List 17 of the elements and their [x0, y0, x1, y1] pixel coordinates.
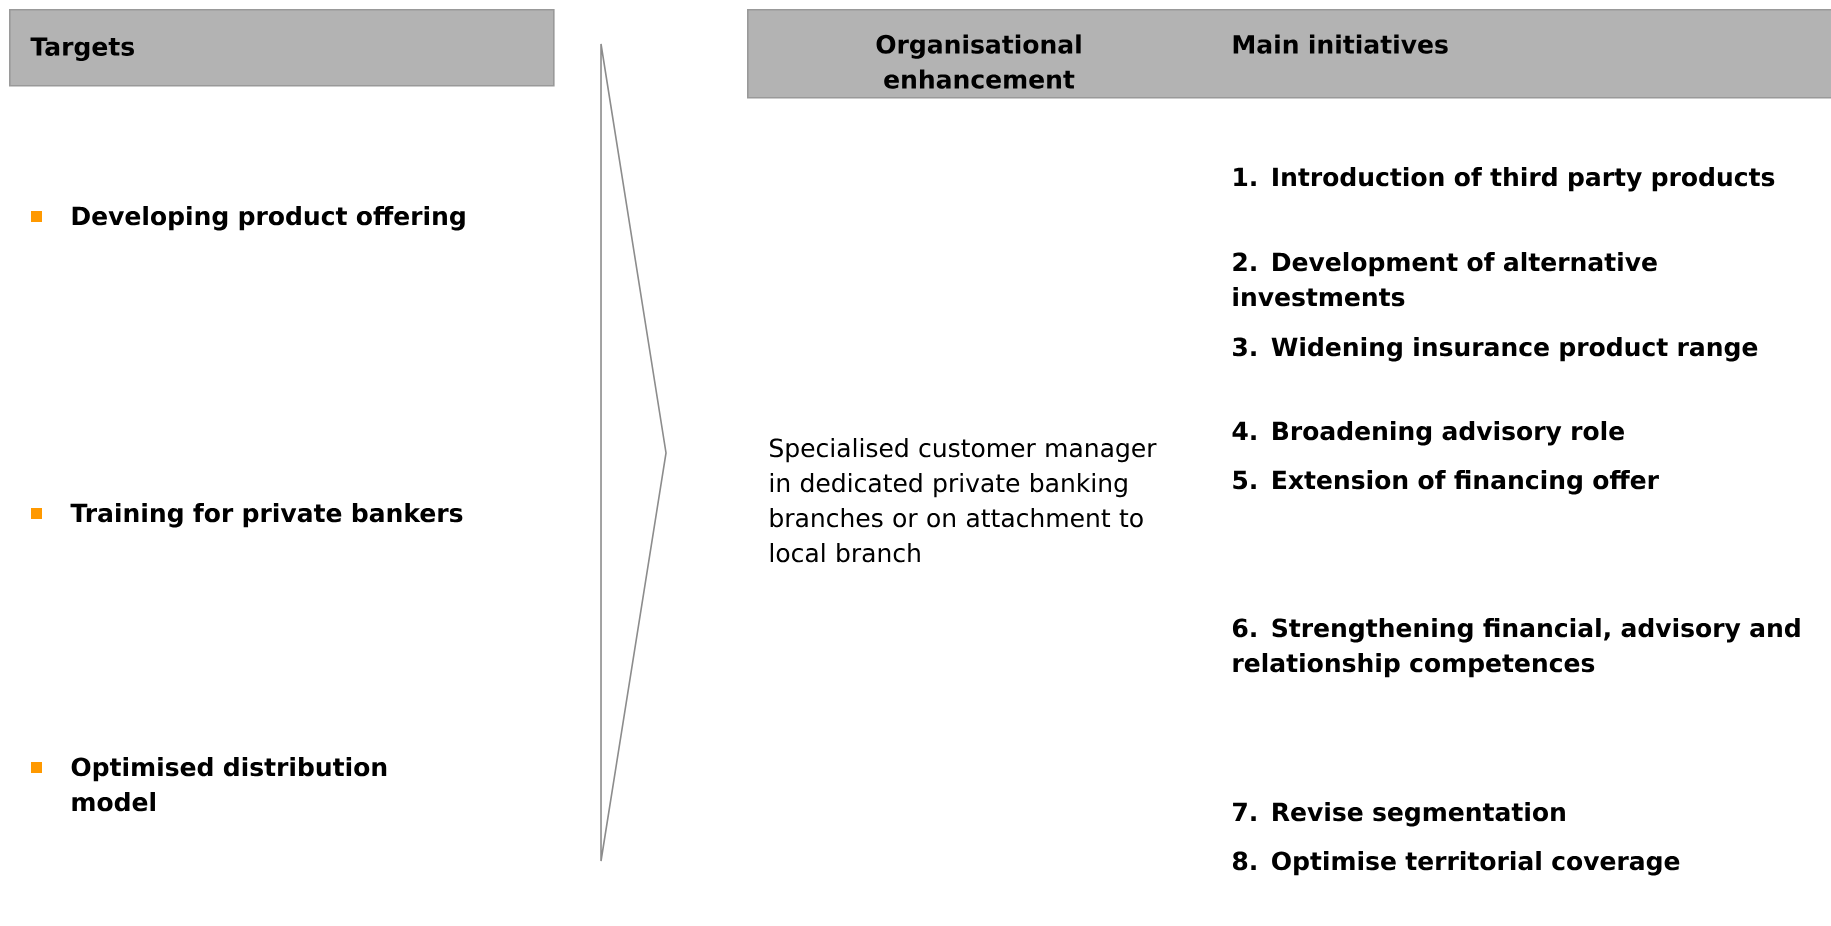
bullet-text: Developing product offering	[72, 206, 465, 231]
header-text: Main initiatives	[1233, 34, 1448, 54]
list-item: 7. Revise segmentation	[1233, 802, 1565, 827]
header-band	[747, 9, 1831, 99]
list-item: 5. Extension of financing offer	[1233, 470, 1659, 495]
body-text: Specialised customer manager in dedicated private banking branches or on attachment to local branch	[770, 438, 1157, 563]
header-band	[9, 9, 555, 87]
list-item: 2. Development of alternative investments	[1233, 252, 1657, 307]
list-item: 1. Introduction of third party products	[1234, 167, 1775, 192]
bullet-text: Optimised distribution model	[71, 757, 387, 812]
header-text: Organisational enhancement	[876, 34, 1081, 89]
header-text: Targets	[30, 37, 134, 61]
bullet-text: Training for private bankers	[70, 503, 463, 528]
list-item: 6. Strengthening financial, advisory and relationship competences	[1232, 618, 1800, 678]
list-item: 8. Optimise territorial coverage	[1232, 851, 1680, 876]
list-item: 3. Widening insurance product range	[1233, 337, 1758, 362]
list-item: 4. Broadening advisory role	[1232, 421, 1624, 446]
